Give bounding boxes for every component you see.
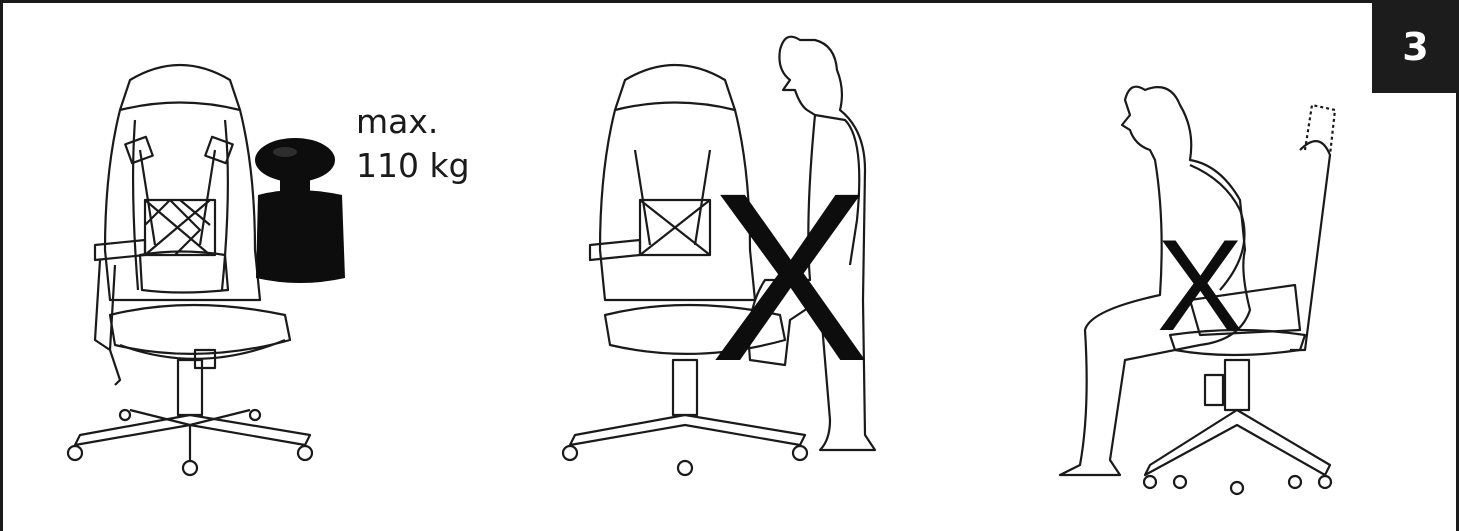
- frame-top-border: [0, 0, 1459, 3]
- prohibited-mark: X: [710, 143, 870, 411]
- step-number: 3: [1402, 25, 1428, 69]
- sitting-on-armrest-prohibited-icon: X: [1050, 70, 1350, 500]
- standing-on-chair-prohibited-icon: X: [545, 20, 915, 480]
- weight-limit-line2: 110 kg: [356, 144, 470, 188]
- prohibited-mark-2: X: [1157, 212, 1244, 358]
- weight-icon: [250, 130, 350, 290]
- weight-limit-line1: max.: [356, 100, 470, 144]
- step-number-badge: 3: [1372, 0, 1459, 93]
- weight-limit-label: max. 110 kg: [356, 100, 470, 188]
- frame-left-border: [0, 0, 3, 531]
